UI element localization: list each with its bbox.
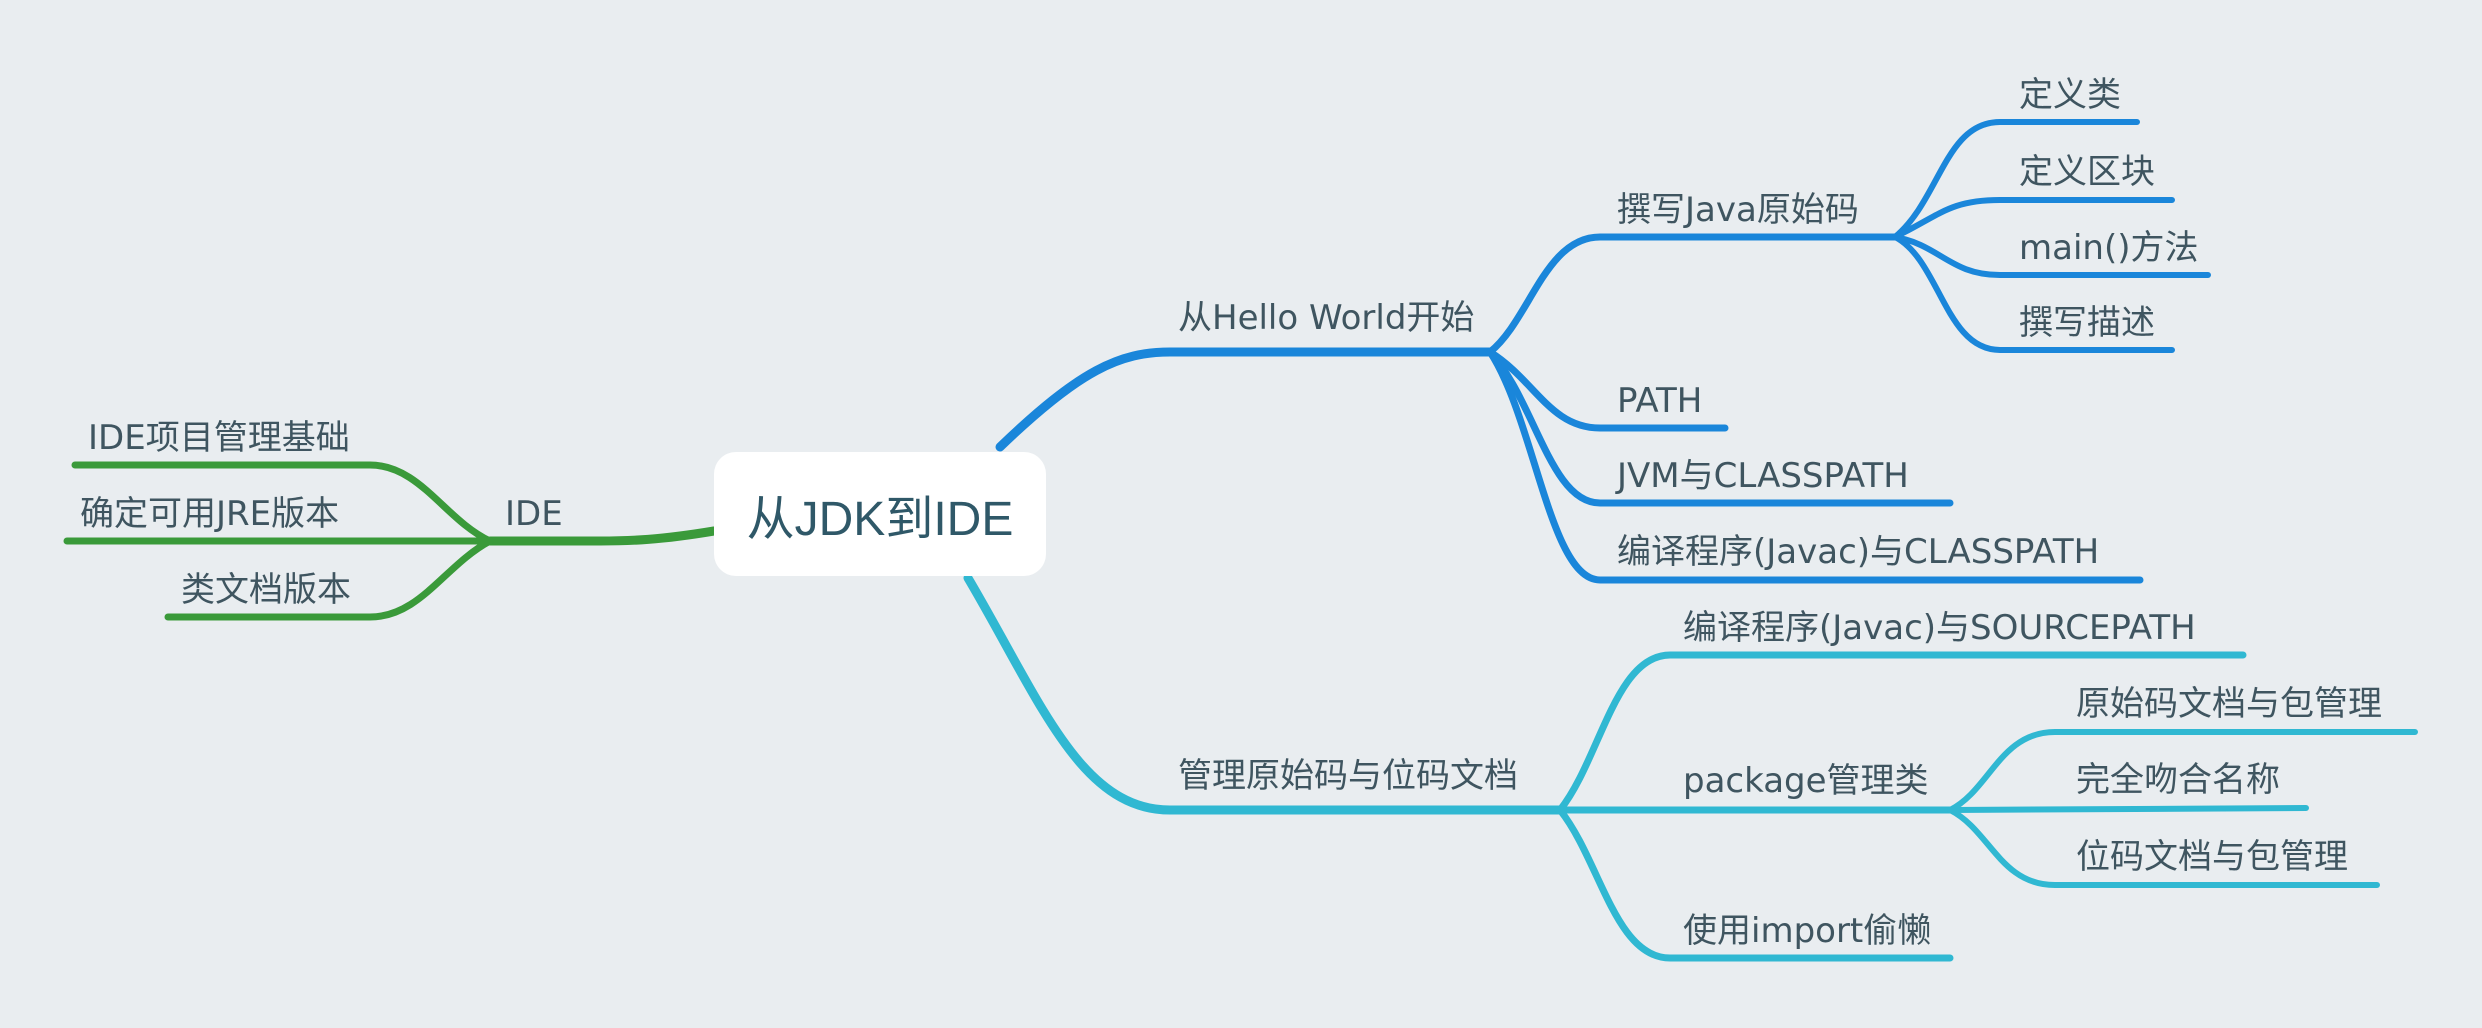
link-hello-write-java bbox=[1486, 233, 1899, 356]
topic-main-method[interactable]: main()方法 bbox=[2019, 228, 2199, 268]
topic-define-class[interactable]: 定义类 bbox=[2019, 75, 2121, 115]
topic-import-lazy[interactable]: 使用import偷懒 bbox=[1683, 911, 1932, 951]
link-write-desc bbox=[1892, 234, 2175, 353]
topic-path[interactable]: PATH bbox=[1617, 381, 1703, 421]
topic-ide[interactable]: IDE bbox=[505, 494, 563, 534]
topic-define-block[interactable]: 定义区块 bbox=[2019, 152, 2155, 192]
link-write-main bbox=[1892, 234, 2211, 278]
link-root-hello bbox=[995, 347, 1495, 452]
topic-jvm-classpath[interactable]: JVM与CLASSPATH bbox=[1617, 456, 1909, 496]
topic-write-desc[interactable]: 撰写描述 bbox=[2019, 303, 2155, 343]
root-topic-label: 从JDK到IDE bbox=[746, 493, 1014, 546]
topic-write-java[interactable]: 撰写Java原始码 bbox=[1617, 190, 1859, 230]
topic-full-name[interactable]: 完全吻合名称 bbox=[2076, 760, 2280, 800]
link-package-bytecode bbox=[1947, 807, 2380, 888]
link-ide-project bbox=[71, 461, 494, 545]
topic-hello-world[interactable]: 从Hello World开始 bbox=[1178, 298, 1475, 338]
topic-source-package[interactable]: 原始码文档与包管理 bbox=[2076, 684, 2382, 724]
topic-class-version[interactable]: 类文档版本 bbox=[181, 570, 351, 610]
link-manage-import bbox=[1556, 806, 1954, 962]
link-root-ide bbox=[485, 526, 719, 546]
topic-bytecode-package[interactable]: 位码文档与包管理 bbox=[2076, 837, 2348, 877]
topic-jre-version[interactable]: 确定可用JRE版本 bbox=[80, 494, 340, 534]
topic-javac-classpath[interactable]: 编译程序(Javac)与CLASSPATH bbox=[1617, 532, 2100, 572]
link-hello-javac-cp bbox=[1486, 348, 2144, 584]
link-write-define-class bbox=[1892, 119, 2140, 240]
link-hello-jvm bbox=[1486, 348, 1954, 507]
link-manage-javac-sp bbox=[1556, 651, 2247, 814]
topic-package-mgmt[interactable]: package管理类 bbox=[1683, 761, 1929, 801]
link-root-manage bbox=[963, 573, 1565, 815]
topic-manage-source-bytecode[interactable]: 管理原始码与位码文档 bbox=[1178, 756, 1518, 796]
root-topic[interactable]: 从JDK到IDE bbox=[714, 452, 1046, 576]
link-ide-class bbox=[164, 537, 494, 621]
link-package-fullname bbox=[1947, 805, 2309, 813]
topic-ide-project-basics[interactable]: IDE项目管理基础 bbox=[88, 418, 350, 458]
link-package-source bbox=[1947, 729, 2418, 813]
link-hello-path bbox=[1486, 348, 1729, 432]
topic-javac-sourcepath[interactable]: 编译程序(Javac)与SOURCEPATH bbox=[1683, 608, 2196, 648]
link-write-define-block bbox=[1892, 197, 2175, 240]
